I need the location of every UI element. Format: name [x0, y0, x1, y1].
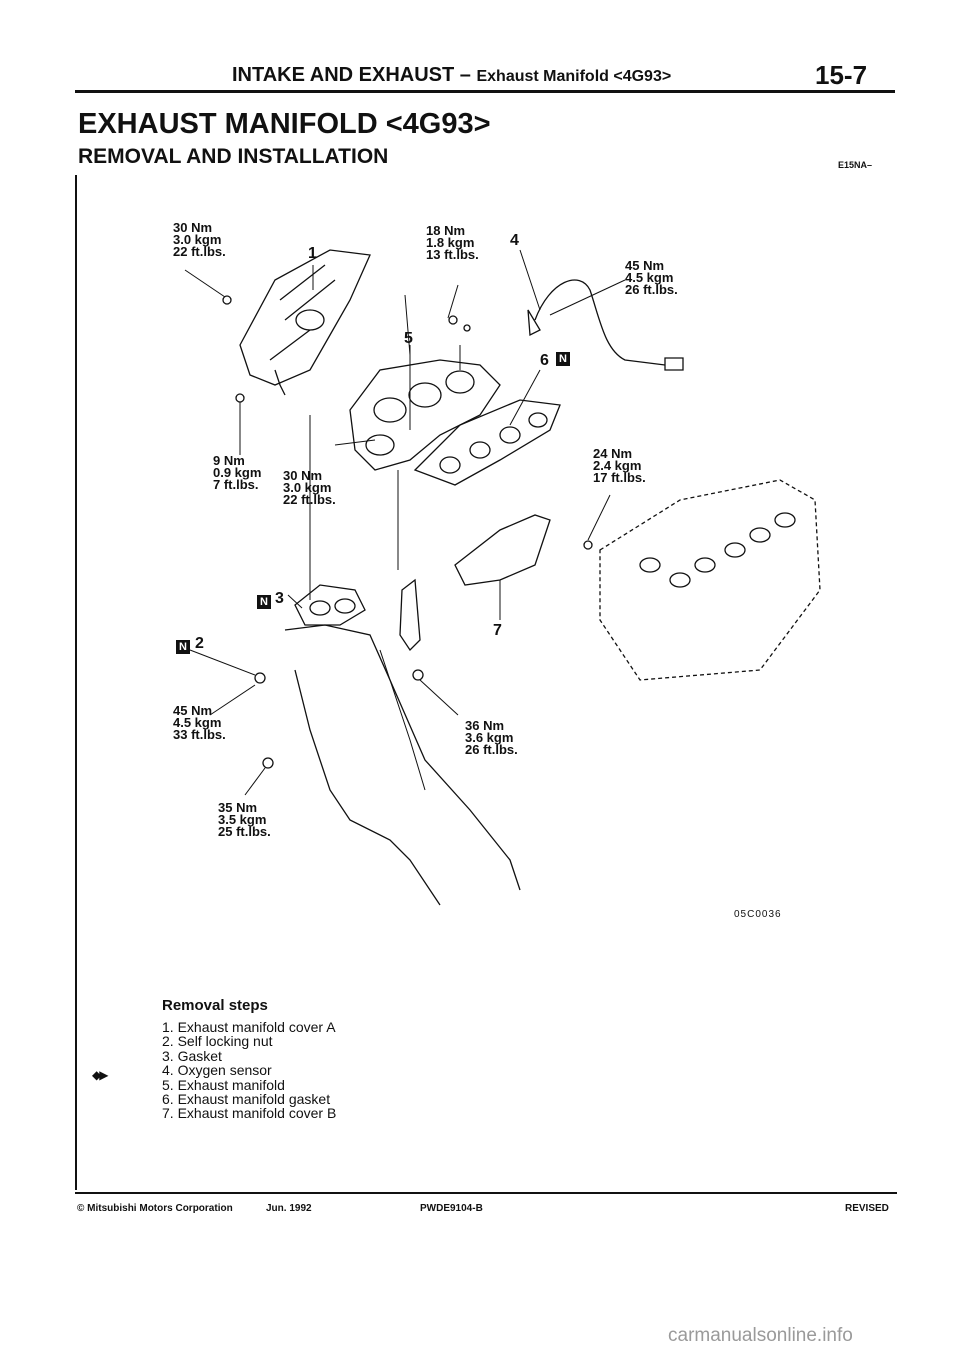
cover-b-shape: [455, 515, 550, 585]
torque-spec-cover-bolt: 9 Nm 0.9 kgm 7 ft.lbs.: [213, 453, 262, 492]
page-title: EXHAUST MANIFOLD <4G93>: [78, 108, 491, 140]
torque-spec-self-locking-nut: 45 Nm 4.5 kgm 33 ft.lbs.: [173, 703, 226, 742]
callout-1: 1: [308, 245, 317, 262]
service-point-mark: ◆▶: [92, 1068, 109, 1082]
figure-number: 05C0036: [734, 909, 782, 920]
removal-step: 2. Self locking nut: [162, 1033, 273, 1050]
torque-spec-oxygen-sensor: 45 Nm 4.5 kgm 26 ft.lbs.: [625, 258, 678, 297]
running-header: INTAKE AND EXHAUST – Exhaust Manifold <4…: [232, 64, 671, 87]
torque-spec-cover-b: 24 Nm 2.4 kgm 17 ft.lbs.: [593, 446, 646, 485]
torque-spec-cover-a: 30 Nm 3.0 kgm 22 ft.lbs.: [173, 220, 226, 259]
callout-5: 5: [404, 330, 413, 347]
page-subtitle: REMOVAL AND INSTALLATION: [78, 145, 389, 168]
removal-step: 1. Exhaust manifold cover A: [162, 1019, 336, 1035]
footer-date: Jun. 1992: [266, 1203, 312, 1214]
removal-step: 3. Gasket: [162, 1047, 222, 1064]
footer-rule: [75, 1192, 897, 1194]
section-code: E15NA–: [838, 160, 873, 170]
callout-4: 4: [510, 232, 519, 249]
oxygen-sensor-shape: [535, 280, 665, 365]
header-section: INTAKE AND EXHAUST –: [232, 64, 477, 86]
removal-step: 6. Exhaust manifold gasket: [162, 1091, 331, 1108]
new-part-mark-3: N: [257, 595, 271, 609]
callout-3: 3: [275, 590, 284, 607]
left-margin-rule: [75, 175, 77, 1190]
removal-step: 7. Exhaust manifold cover B: [162, 1105, 337, 1122]
removal-step: 4. Oxygen sensor: [162, 1062, 272, 1079]
diagram-lines: [80, 170, 840, 930]
footer-doc-id: PWDE9104-B: [420, 1203, 483, 1214]
footer-status: REVISED: [845, 1203, 889, 1214]
footer-copyright: © Mitsubishi Motors Corporation: [77, 1203, 233, 1214]
removal-steps-list: 1. Exhaust manifold cover A 2. Self lock…: [162, 1020, 336, 1121]
manifold-shape: [350, 360, 500, 470]
callout-6: 6: [540, 352, 549, 369]
cover-a-shape: [240, 250, 370, 385]
callout-2: 2: [195, 635, 204, 652]
watermark: carmanualsonline.info: [668, 1325, 853, 1346]
torque-spec-manifold-bolt: 30 Nm 3.0 kgm 22 ft.lbs.: [283, 468, 336, 507]
header-subsection: Exhaust Manifold <4G93>: [476, 68, 672, 85]
gasket-3-shape: [295, 585, 365, 625]
removal-steps-title: Removal steps: [162, 997, 268, 1014]
header-rule: [75, 90, 895, 93]
front-pipe-shape: [285, 625, 520, 890]
torque-spec-bracket-bolt: 36 Nm 3.6 kgm 26 ft.lbs.: [465, 718, 518, 757]
new-part-mark-6: N: [556, 352, 570, 366]
page-number: 15-7: [815, 60, 868, 90]
gasket-shape: [415, 400, 560, 485]
new-part-mark-2: N: [176, 640, 190, 654]
torque-spec-manifold-nut: 18 Nm 1.8 kgm 13 ft.lbs.: [426, 223, 479, 262]
exhaust-manifold-diagram: 30 Nm 3.0 kgm 22 ft.lbs. 18 Nm 1.8 kgm 1…: [80, 170, 840, 930]
cylinder-head-shape: [600, 480, 820, 680]
callout-7: 7: [493, 622, 502, 639]
removal-step: 5. Exhaust manifold: [162, 1076, 285, 1093]
torque-spec-pipe-bolt: 35 Nm 3.5 kgm 25 ft.lbs.: [218, 800, 271, 839]
